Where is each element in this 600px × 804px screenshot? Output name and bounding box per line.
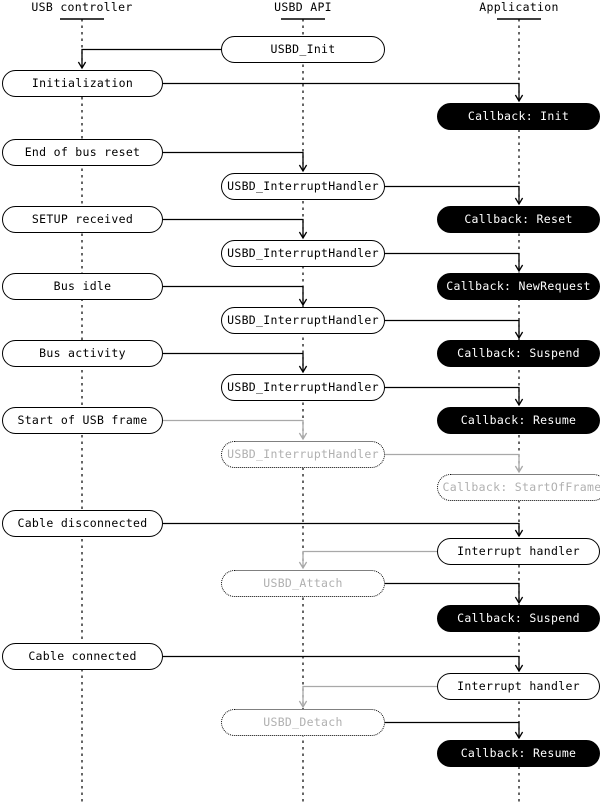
node-label: Callback: Suspend bbox=[457, 611, 580, 625]
node-n12[interactable]: Callback: Suspend bbox=[437, 340, 600, 367]
node-n24[interactable]: USBD_Detach bbox=[221, 709, 385, 736]
connector-n23-to-n24 bbox=[298, 685, 437, 709]
node-label: Interrupt handler bbox=[457, 679, 580, 693]
node-n11[interactable]: Bus activity bbox=[2, 340, 163, 367]
connector-n4-to-n6 bbox=[385, 185, 524, 206]
node-n14[interactable]: Start of USB frame bbox=[2, 407, 163, 434]
connector-n8-to-n10 bbox=[163, 285, 308, 307]
lifeline-label-controller: USB controller bbox=[31, 0, 133, 14]
node-label: Callback: NewRequest bbox=[446, 279, 591, 293]
connector-n16-to-n17 bbox=[385, 453, 524, 474]
connector-n13-to-n15 bbox=[385, 386, 524, 407]
node-n17[interactable]: Callback: StartOfFrame bbox=[437, 474, 600, 501]
node-label: Callback: StartOfFrame bbox=[442, 480, 600, 494]
node-label: Initialization bbox=[31, 76, 134, 90]
node-n23[interactable]: Interrupt handler bbox=[437, 673, 600, 700]
node-n3[interactable]: End of bus reset bbox=[2, 139, 163, 166]
node-label: Bus idle bbox=[53, 279, 112, 293]
node-label: Start of USB frame bbox=[17, 413, 148, 427]
connector-n24-to-n25 bbox=[385, 721, 524, 740]
node-n2[interactable]: Callback: Init bbox=[437, 103, 600, 130]
connector-n1-to-n2 bbox=[163, 82, 524, 103]
node-label: USBD_Init bbox=[270, 42, 336, 56]
node-label: Bus activity bbox=[39, 346, 126, 360]
node-label: Callback: Resume bbox=[460, 746, 577, 760]
node-label: USBD_InterruptHandler bbox=[227, 380, 379, 394]
node-n15[interactable]: Callback: Resume bbox=[437, 407, 600, 434]
node-n1[interactable]: Initialization bbox=[2, 70, 163, 97]
connector-n19-to-n20 bbox=[298, 550, 437, 570]
node-label: Callback: Resume bbox=[460, 413, 577, 427]
node-n5[interactable]: SETUP received bbox=[2, 206, 163, 233]
connector-n5-to-n7 bbox=[163, 218, 308, 240]
node-n7[interactable]: USBD_InterruptHandler bbox=[221, 240, 385, 267]
node-n20[interactable]: USBD_Attach bbox=[221, 570, 385, 597]
node-n0[interactable]: USBD_Init bbox=[221, 36, 385, 63]
node-n8[interactable]: Bus idle bbox=[2, 273, 163, 300]
connector-n18-to-n19 bbox=[163, 522, 524, 538]
node-n25[interactable]: Callback: Resume bbox=[437, 740, 600, 767]
node-label: Callback: Init bbox=[467, 109, 570, 123]
node-label: SETUP received bbox=[31, 212, 134, 226]
node-label: Interrupt handler bbox=[457, 544, 580, 558]
connector-n20-to-n21 bbox=[385, 582, 524, 605]
node-n13[interactable]: USBD_InterruptHandler bbox=[221, 374, 385, 401]
node-n4[interactable]: USBD_InterruptHandler bbox=[221, 173, 385, 200]
connector-n7-to-n9 bbox=[385, 252, 524, 273]
connector-n0-to-n1 bbox=[77, 48, 221, 70]
connector-n22-to-n23 bbox=[163, 655, 524, 673]
node-label: End of bus reset bbox=[24, 145, 141, 159]
node-n19[interactable]: Interrupt handler bbox=[437, 538, 600, 565]
node-n18[interactable]: Cable disconnected bbox=[2, 510, 163, 537]
node-n9[interactable]: Callback: NewRequest bbox=[437, 273, 600, 300]
node-n6[interactable]: Callback: Reset bbox=[437, 206, 600, 233]
connector-n3-to-n4 bbox=[163, 151, 308, 173]
node-label: Cable disconnected bbox=[17, 516, 148, 530]
node-n16[interactable]: USBD_InterruptHandler bbox=[221, 441, 385, 468]
node-n21[interactable]: Callback: Suspend bbox=[437, 605, 600, 632]
node-label: USBD_InterruptHandler bbox=[227, 447, 379, 461]
node-label: USBD_InterruptHandler bbox=[227, 179, 379, 193]
node-label: Callback: Suspend bbox=[457, 346, 580, 360]
node-label: USBD_InterruptHandler bbox=[227, 246, 379, 260]
lifeline-label-app: Application bbox=[479, 0, 559, 14]
node-label: USBD_InterruptHandler bbox=[227, 313, 379, 327]
node-label: Cable connected bbox=[28, 649, 137, 663]
connector-n11-to-n13 bbox=[163, 352, 308, 374]
lifeline-label-usbd: USBD API bbox=[274, 0, 332, 14]
node-n10[interactable]: USBD_InterruptHandler bbox=[221, 307, 385, 334]
node-label: Callback: Reset bbox=[464, 212, 573, 226]
connector-n10-to-n12 bbox=[385, 319, 524, 340]
node-n22[interactable]: Cable connected bbox=[2, 643, 163, 670]
connector-n14-to-n16 bbox=[163, 419, 308, 441]
node-label: USBD_Detach bbox=[263, 715, 343, 729]
node-label: USBD_Attach bbox=[263, 576, 343, 590]
